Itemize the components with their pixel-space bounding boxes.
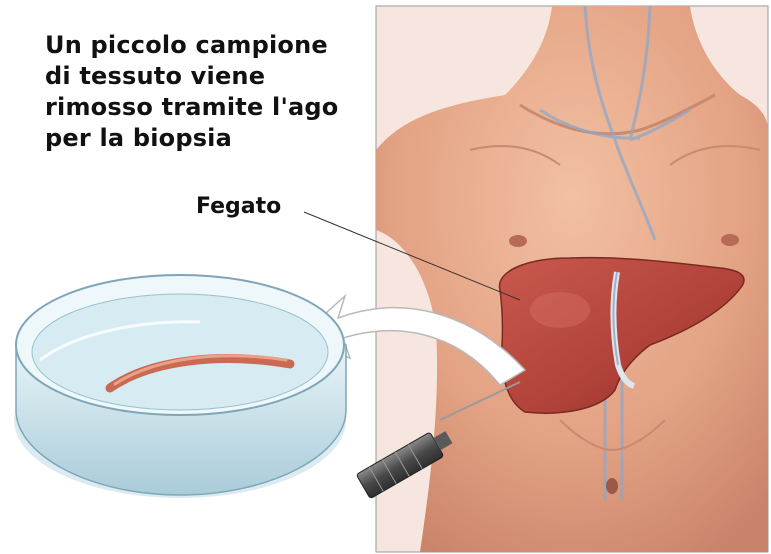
caption-text: Un piccolo campione di tessuto viene rim… bbox=[45, 30, 375, 154]
liver-label: Fegato bbox=[196, 194, 281, 219]
caption-line-4: per la biopsia bbox=[45, 123, 375, 154]
petri-dish-icon bbox=[14, 275, 346, 498]
caption-line-1: Un piccolo campione bbox=[45, 30, 375, 61]
caption-line-2: di tessuto viene bbox=[45, 61, 375, 92]
caption-line-3: rimosso tramite l'ago bbox=[45, 92, 375, 123]
